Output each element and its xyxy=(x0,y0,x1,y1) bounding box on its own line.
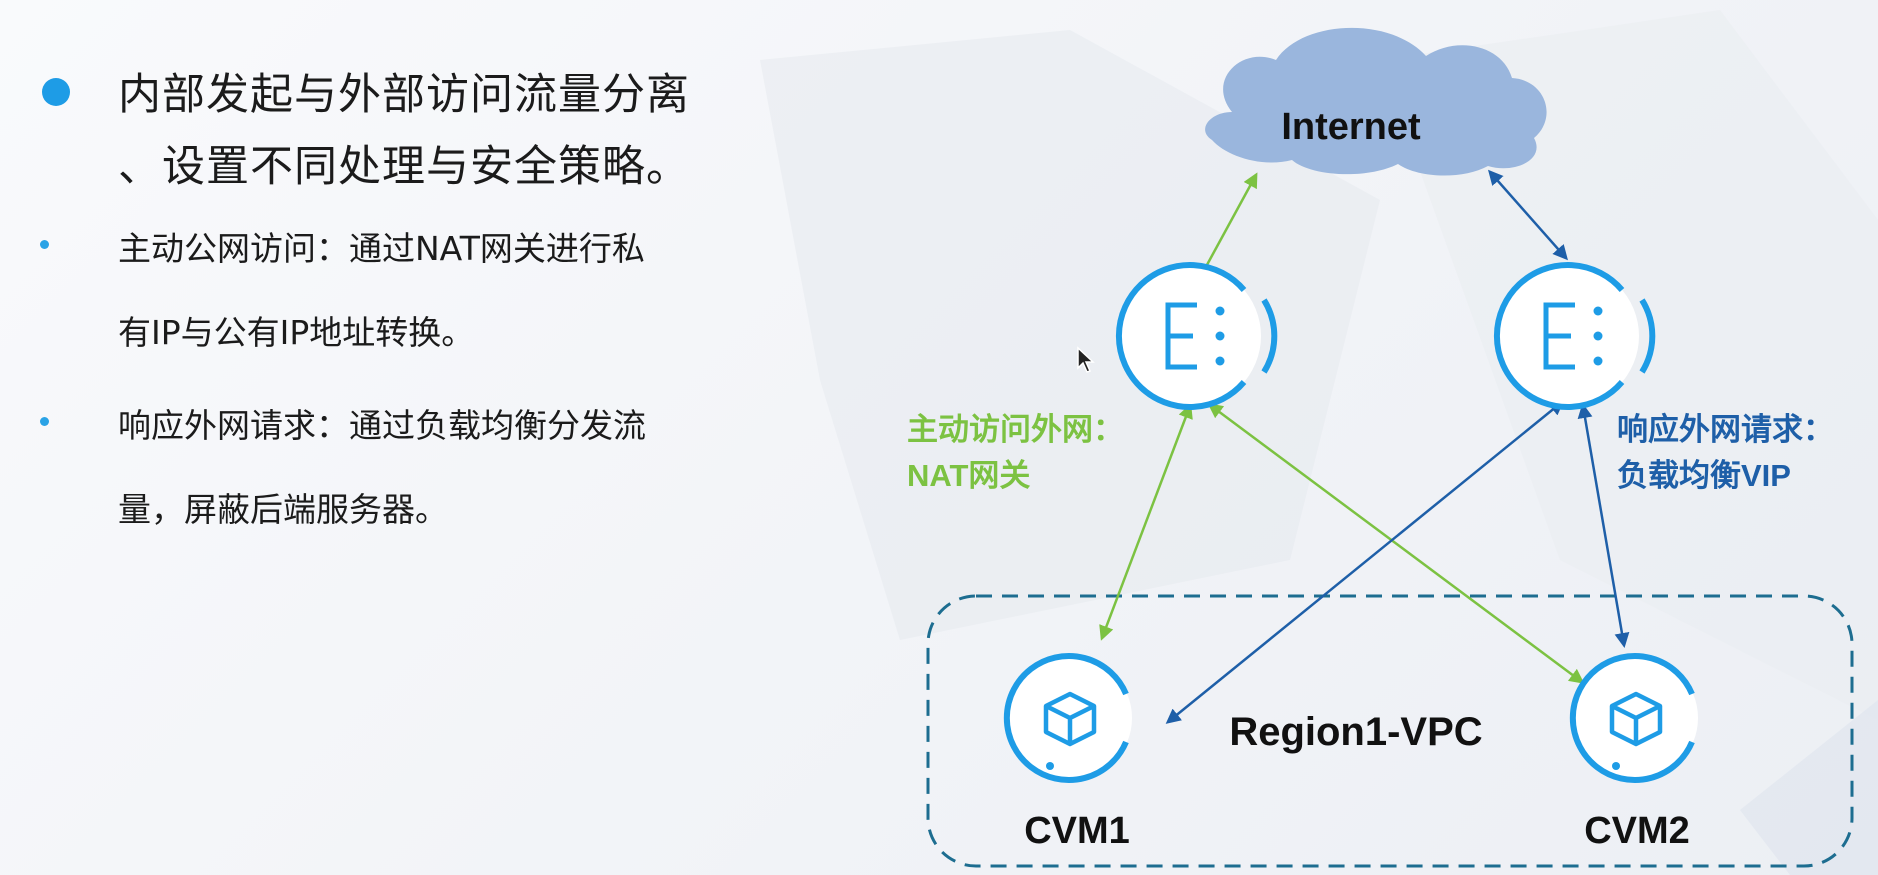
nat-gateway-icon xyxy=(1115,262,1278,410)
cvm1-server-icon xyxy=(1003,653,1132,783)
load-balancer-icon xyxy=(1493,262,1656,410)
sub-point-lb-line-2: 量，屏蔽后端服务器。 xyxy=(118,490,448,529)
lb-cvm2-link xyxy=(1577,403,1630,648)
main-bullet-dot xyxy=(42,78,70,106)
nat-cvm2-link xyxy=(1207,403,1585,684)
lb-cvm1-link xyxy=(1165,400,1565,724)
main-point-line-2: 、设置不同处理与安全策略。 xyxy=(118,142,690,192)
cloud-icon xyxy=(1205,27,1547,176)
cvm2-server-icon xyxy=(1569,653,1698,783)
mouse-pointer-icon xyxy=(1077,346,1095,373)
internet-lb-link xyxy=(1488,169,1568,261)
load-balancer-label-line-2: 负载均衡VIP xyxy=(1617,458,1791,493)
cvm1-label: CVM1 xyxy=(1024,810,1130,852)
sub-point-nat-line-2: 有IP与公有IP地址转换。 xyxy=(118,313,475,352)
sub-bullet-dot xyxy=(40,417,49,426)
sub-point-nat-line-1: 主动公网访问：通过NAT网关进行私 xyxy=(118,229,645,268)
main-point-line-1: 内部发起与外部访问流量分离 xyxy=(118,70,690,120)
nat-gateway-label-line-1: 主动访问外网： xyxy=(907,412,1124,447)
nat-gateway-label-line-2: NAT网关 xyxy=(907,458,1030,493)
vpc-label: Region1-VPC xyxy=(1229,710,1482,754)
load-balancer-label-line-1: 响应外网请求： xyxy=(1617,412,1834,447)
cvm2-label: CVM2 xyxy=(1584,810,1690,852)
internet-label: Internet xyxy=(1281,106,1421,148)
sub-point-lb-line-1: 响应外网请求：通过负载均衡分发流 xyxy=(118,406,646,445)
sub-bullet-dot xyxy=(40,240,49,249)
vpc-region-boundary xyxy=(926,594,1854,868)
bullet-text-panel: 内部发起与外部访问流量分离 、设置不同处理与安全策略。 主动公网访问：通过NAT… xyxy=(0,0,900,875)
